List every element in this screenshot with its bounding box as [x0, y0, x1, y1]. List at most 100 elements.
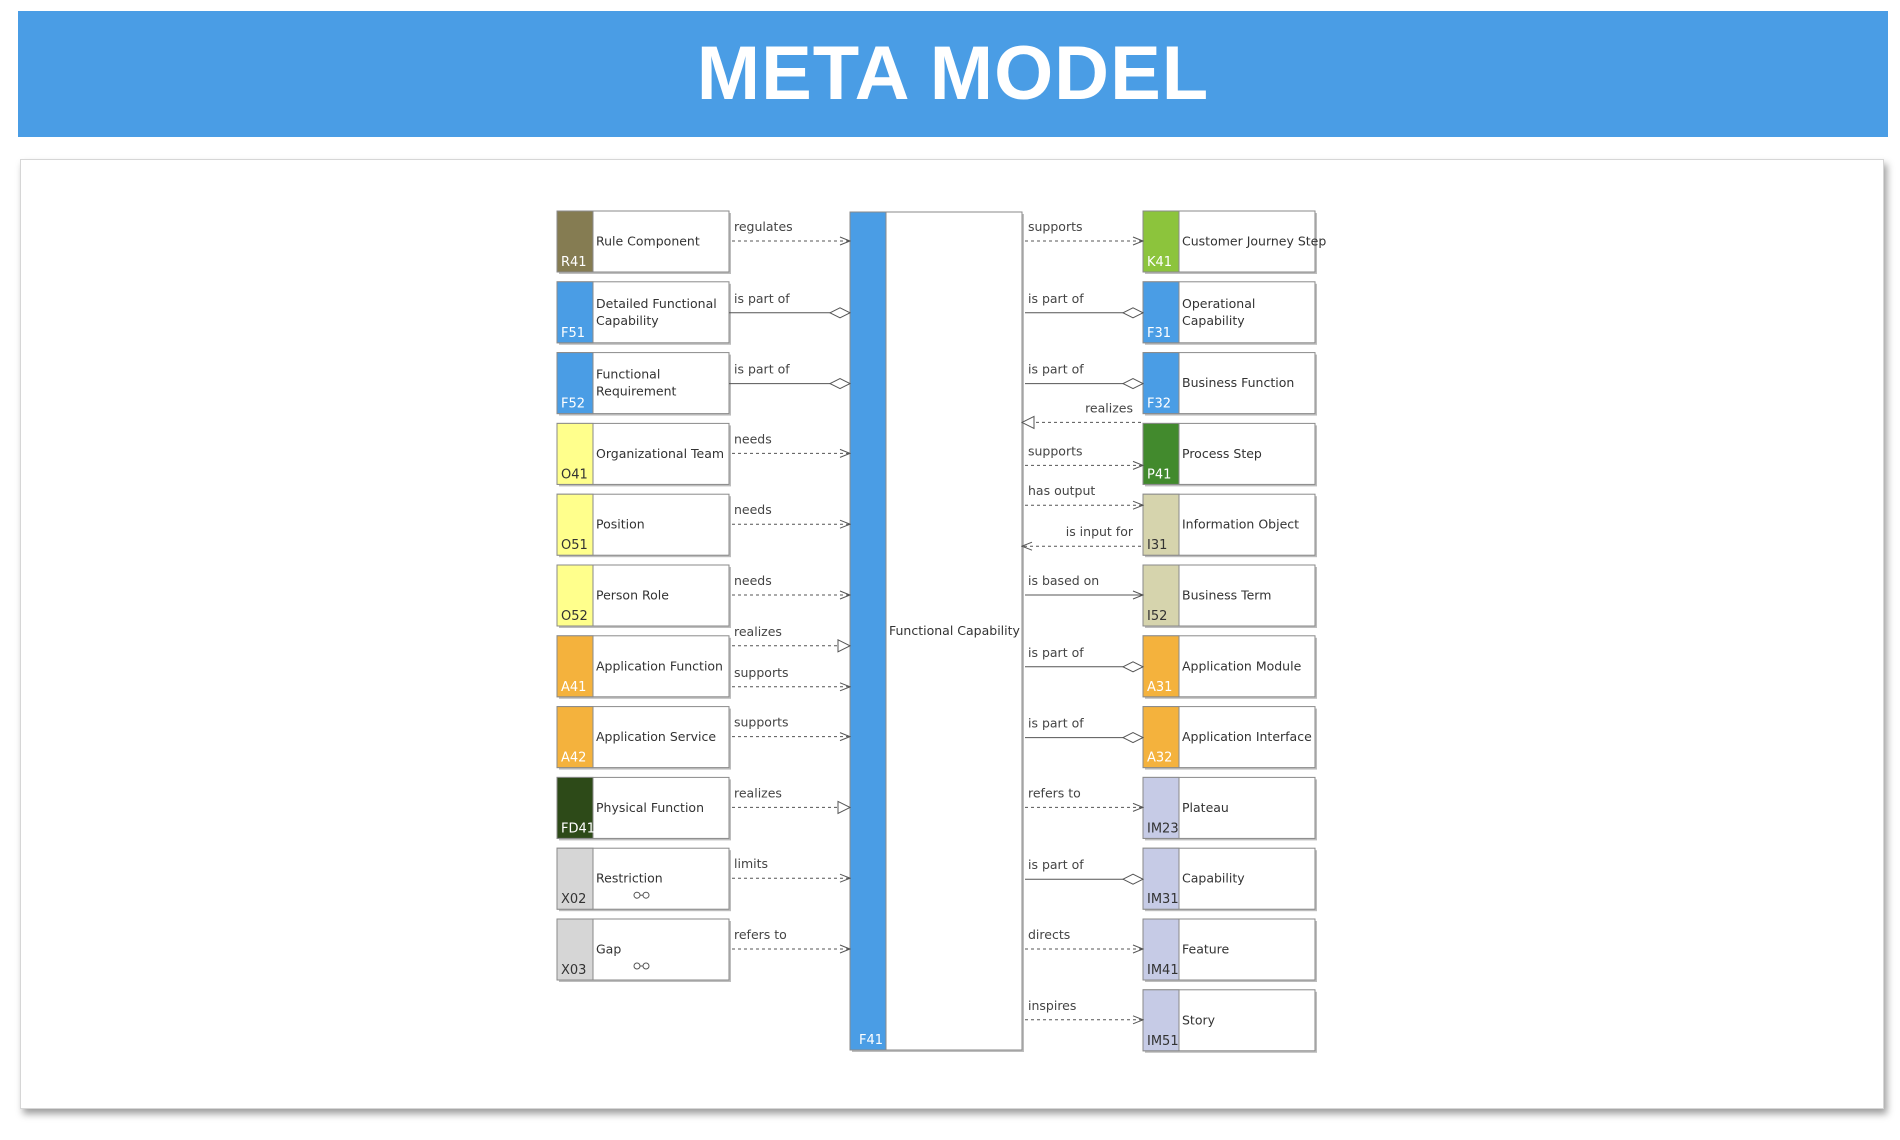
title-banner: META MODEL	[18, 11, 1888, 137]
relation-label: limits	[734, 856, 768, 871]
relation-label: realizes	[734, 785, 782, 800]
relation-label: is part of	[1028, 362, 1084, 377]
relation-refers-to[interactable]: refers to	[732, 927, 850, 949]
relation-label: supports	[1028, 443, 1083, 458]
relation-label: has output	[1028, 483, 1095, 498]
relation-realizes[interactable]: realizes	[732, 624, 850, 646]
element-color-strip	[556, 352, 594, 415]
element-code: I31	[1147, 538, 1167, 553]
element-color-strip	[1142, 564, 1180, 627]
element-label: Organizational Team	[596, 446, 724, 461]
element-label: Business Function	[1182, 375, 1294, 390]
relation-label: is part of	[734, 291, 790, 306]
element-code: O41	[561, 467, 588, 482]
element-label: Restriction	[596, 871, 663, 886]
relation-label: is part of	[1028, 857, 1084, 872]
relation-supports[interactable]: supports	[1025, 443, 1143, 465]
element-color-strip	[1142, 706, 1180, 769]
relation-has-output[interactable]: has output	[1025, 483, 1143, 505]
element-color-strip	[556, 210, 594, 273]
relation-is-part-of[interactable]: is part of	[1025, 645, 1143, 667]
relation-is-based-on[interactable]: is based on	[1025, 573, 1143, 595]
relation-supports[interactable]: supports	[732, 665, 850, 687]
element-label: Capability	[1182, 871, 1245, 886]
relation-needs[interactable]: needs	[732, 431, 850, 453]
element-label: Application Service	[596, 729, 716, 744]
relation-is-part-of[interactable]: is part of	[729, 291, 850, 313]
element-color-strip	[1142, 493, 1180, 556]
relation-is-part-of[interactable]: is part of	[1025, 291, 1143, 313]
relation-refers-to[interactable]: refers to	[1025, 785, 1143, 807]
element-label: Rule Component	[596, 234, 700, 249]
relation-label: is part of	[1028, 645, 1084, 660]
relation-realizes[interactable]: realizes	[732, 785, 850, 807]
element-code: A31	[1147, 680, 1172, 695]
element-label: Business Term	[1182, 588, 1271, 603]
relation-supports[interactable]: supports	[732, 715, 850, 737]
element-color-strip	[556, 847, 594, 910]
relation-label: supports	[1028, 219, 1083, 234]
page-title: META MODEL	[696, 31, 1210, 116]
relation-is-input-for[interactable]: is input for	[1022, 524, 1141, 546]
relation-label: is part of	[1028, 291, 1084, 306]
relation-label: is input for	[1066, 524, 1134, 539]
element-o41[interactable]: O41 Organizational Team	[556, 422, 731, 487]
relation-needs[interactable]: needs	[732, 502, 850, 524]
element-label: Application Function	[596, 658, 723, 673]
element-color-strip	[556, 776, 594, 839]
element-color-strip	[1142, 422, 1180, 485]
relation-label: refers to	[734, 927, 787, 942]
relation-is-part-of[interactable]: is part of	[1025, 716, 1143, 738]
relation-is-part-of[interactable]: is part of	[729, 362, 850, 384]
relation-needs[interactable]: needs	[732, 573, 850, 595]
element-color-strip	[556, 706, 594, 769]
element-code: IM23	[1147, 821, 1179, 836]
relation-label: realizes	[734, 624, 782, 639]
element-a42[interactable]: A42 Application Service	[556, 706, 731, 770]
element-code: P41	[1147, 467, 1171, 482]
relation-is-part-of[interactable]: is part of	[1025, 362, 1143, 384]
element-code: K41	[1147, 255, 1172, 270]
element-code: IM31	[1147, 892, 1179, 907]
element-label: Story	[1182, 1012, 1216, 1027]
element-x02[interactable]: X02 Restriction	[556, 847, 731, 912]
element-code: A42	[561, 751, 586, 766]
relation-label: is part of	[1028, 716, 1084, 731]
relation-realizes[interactable]: realizes	[1022, 400, 1141, 422]
relation-label: needs	[734, 431, 772, 446]
relation-is-part-of[interactable]: is part of	[1025, 857, 1143, 879]
relation-directs[interactable]: directs	[1025, 927, 1143, 949]
element-color-strip	[1142, 847, 1180, 910]
element-color-strip	[1142, 210, 1180, 273]
relation-label: realizes	[1085, 400, 1133, 415]
relation-limits[interactable]: limits	[732, 856, 850, 878]
element-code: IM41	[1147, 963, 1179, 978]
relation-regulates[interactable]: regulates	[732, 219, 850, 241]
relation-supports[interactable]: supports	[1025, 219, 1143, 241]
element-code: X02	[561, 892, 586, 907]
element-a31[interactable]: A31 Application Module	[1142, 635, 1317, 699]
relation-inspires[interactable]: inspires	[1025, 998, 1143, 1020]
element-label: Application Module	[1182, 658, 1302, 673]
